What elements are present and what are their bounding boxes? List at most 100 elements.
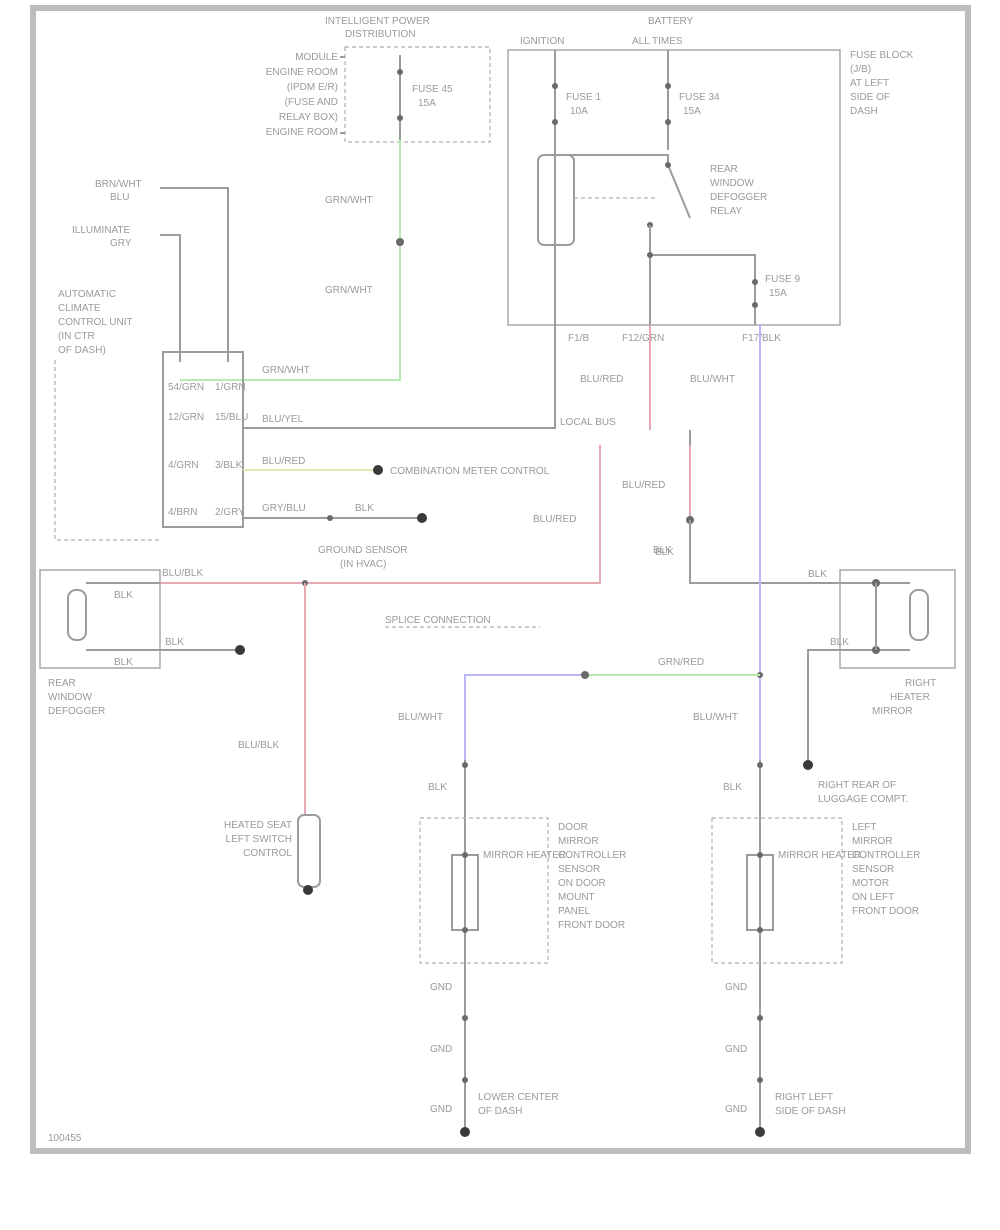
ipdm-module-lines: MODULE ENGINE ROOM (IPDM E/R) (FUSE AND … — [266, 52, 339, 138]
door-l-label: DOOR MIRROR CONTROLLER SENSOR ON DOOR MO… — [558, 822, 626, 931]
wire-red-b: BLU/RED — [533, 514, 576, 525]
svg-text:HEATER: HEATER — [890, 692, 930, 703]
svg-text:GND: GND — [725, 1044, 747, 1055]
ipdm-title2: DISTRIBUTION — [345, 29, 416, 40]
svg-text:RIGHT LEFT: RIGHT LEFT — [775, 1092, 833, 1103]
fb-pin-3: F17/BLK — [742, 333, 781, 344]
svg-text:GRY: GRY — [110, 238, 132, 249]
svg-text:SIDE OF: SIDE OF — [850, 92, 890, 103]
wire-green-3: GRN/WHT — [262, 365, 310, 376]
svg-text:CONTROLLER: CONTROLLER — [558, 850, 626, 861]
svg-text:LUGGAGE COMPT.: LUGGAGE COMPT. — [818, 794, 908, 805]
svg-text:GND: GND — [725, 982, 747, 993]
svg-text:BLK: BLK — [830, 637, 849, 648]
svg-text:2/GRY: 2/GRY — [215, 507, 245, 518]
svg-text:CONTROL: CONTROL — [243, 848, 292, 859]
svg-text:CONTROLLER: CONTROLLER — [852, 850, 920, 861]
svg-text:BLK: BLK — [723, 782, 742, 793]
svg-text:DEFOGGER: DEFOGGER — [48, 706, 105, 717]
svg-text:(IN CTR: (IN CTR — [58, 331, 95, 342]
svg-text:ENGINE ROOM: ENGINE ROOM — [266, 127, 338, 138]
svg-text:AT LEFT: AT LEFT — [850, 78, 889, 89]
note-multiplex: COMBINATION METER CONTROL — [390, 466, 550, 477]
rear-defogger-right: BLK BLK RIGHT HEATER MIRROR RIGHT REAR O… — [803, 569, 956, 805]
svg-text:ENGINE ROOM: ENGINE ROOM — [266, 67, 338, 78]
heated-seat-connector: HEATED SEAT LEFT SWITCH CONTROL — [224, 814, 321, 895]
ipdm-block: INTELLIGENT POWER DISTRIBUTION MODULE EN… — [266, 16, 491, 143]
wire-green-1: GRN/WHT — [325, 195, 373, 206]
svg-text:RIGHT: RIGHT — [905, 678, 936, 689]
fb-pin-1: F1/B — [568, 333, 589, 344]
svg-text:ON LEFT: ON LEFT — [852, 892, 894, 903]
svg-text:LEFT: LEFT — [852, 822, 876, 833]
svg-text:MIRROR HEATER: MIRROR HEATER — [778, 850, 861, 861]
ipdm-fuse: FUSE 45 — [412, 84, 453, 95]
svg-text:MOTOR: MOTOR — [852, 878, 889, 889]
note-splice: SPLICE CONNECTION — [385, 615, 491, 626]
svg-text:WINDOW: WINDOW — [48, 692, 92, 703]
svg-text:54/GRN: 54/GRN — [168, 382, 204, 393]
svg-text:MOUNT: MOUNT — [558, 892, 595, 903]
svg-text:GND: GND — [430, 1104, 452, 1115]
fb-amp-b: 15A — [683, 106, 701, 117]
note-fuse-mid: LOCAL BUS — [560, 417, 616, 428]
svg-text:12/GRN: 12/GRN — [168, 412, 204, 423]
svg-text:4/BRN: 4/BRN — [168, 507, 197, 518]
fb-hdr3: ALL TIMES — [632, 36, 683, 47]
svg-text:SENSOR: SENSOR — [558, 864, 600, 875]
svg-text:GND: GND — [430, 982, 452, 993]
svg-text:LEFT SWITCH: LEFT SWITCH — [226, 834, 292, 845]
svg-text:15/BLU: 15/BLU — [215, 412, 248, 423]
svg-text:CONTROL UNIT: CONTROL UNIT — [58, 317, 133, 328]
svg-text:(IPDM E/R): (IPDM E/R) — [287, 82, 338, 93]
svg-text:OF DASH: OF DASH — [478, 1106, 522, 1117]
fb-hdr1: IGNITION — [520, 36, 564, 47]
svg-text:BLK: BLK — [165, 637, 184, 648]
wire-blue-c: BLU/WHT — [693, 712, 738, 723]
svg-text:BRN/WHT: BRN/WHT — [95, 179, 142, 190]
svg-text:FRONT DOOR: FRONT DOOR — [558, 920, 625, 931]
wire-blk-2: BLK — [655, 547, 674, 558]
fb-pin-2: F12/GRN — [622, 333, 664, 344]
svg-text:DEFOGGER: DEFOGGER — [710, 192, 767, 203]
svg-text:DASH: DASH — [850, 106, 878, 117]
fb-fuse-b: FUSE 34 — [679, 92, 720, 103]
svg-text:RELAY: RELAY — [710, 206, 742, 217]
svg-text:OF DASH): OF DASH) — [58, 345, 106, 356]
wire-grn-cross: GRN/RED — [658, 657, 704, 668]
ground-sensor-label: GROUND SENSOR (IN HVAC) — [318, 545, 407, 570]
fb-side-label: FUSE BLOCK (J/B) AT LEFT SIDE OF DASH — [850, 50, 914, 117]
wire-blue-a: BLU/WHT — [690, 374, 735, 385]
svg-text:DOOR: DOOR — [558, 822, 588, 833]
wire-red-c: BLU/RED — [580, 374, 623, 385]
door-r-label: LEFT MIRROR CONTROLLER SENSOR MOTOR ON L… — [852, 822, 920, 917]
svg-text:BLK: BLK — [808, 569, 827, 580]
svg-text:MIRROR: MIRROR — [852, 836, 893, 847]
wire-blue-b: BLU/WHT — [398, 712, 443, 723]
svg-text:FUSE BLOCK: FUSE BLOCK — [850, 50, 914, 61]
wire-blk-r: BLK — [653, 545, 672, 556]
fb-relay-label: REAR WINDOW DEFOGGER RELAY — [710, 164, 767, 217]
svg-text:ILLUMINATE: ILLUMINATE — [72, 225, 130, 236]
wire-green-2: GRN/WHT — [325, 285, 373, 296]
svg-text:REAR: REAR — [48, 678, 76, 689]
fb-hdr2: BATTERY — [648, 16, 694, 27]
svg-text:LOWER CENTER: LOWER CENTER — [478, 1092, 559, 1103]
svg-text:SENSOR: SENSOR — [852, 864, 894, 875]
svg-text:GROUND SENSOR: GROUND SENSOR — [318, 545, 407, 556]
wire-blu-red-2: BLU/BLK — [238, 740, 279, 751]
svg-text:AUTOMATIC: AUTOMATIC — [58, 289, 116, 300]
fb-amp-a: 10A — [570, 106, 588, 117]
svg-text:1/GRN: 1/GRN — [215, 382, 246, 393]
fuse-block: IGNITION BATTERY ALL TIMES FUSE BLOCK (J… — [507, 16, 914, 344]
wire-red-a: BLU/BLK — [162, 568, 203, 579]
svg-text:(IN HVAC): (IN HVAC) — [340, 559, 386, 570]
wire-blk-1: BLK — [355, 503, 374, 514]
svg-text:4/GRN: 4/GRN — [168, 460, 199, 471]
svg-text:SIDE OF DASH: SIDE OF DASH — [775, 1106, 846, 1117]
fb-fuse-c: FUSE 9 — [765, 274, 800, 285]
right-door-mirror: BLK MIRROR HEATER LEFT MIRROR CONTROLLER… — [711, 760, 920, 1137]
diagram-frame — [30, 5, 971, 1154]
fb-amp-c: 15A — [769, 288, 787, 299]
svg-text:PANEL: PANEL — [558, 906, 590, 917]
